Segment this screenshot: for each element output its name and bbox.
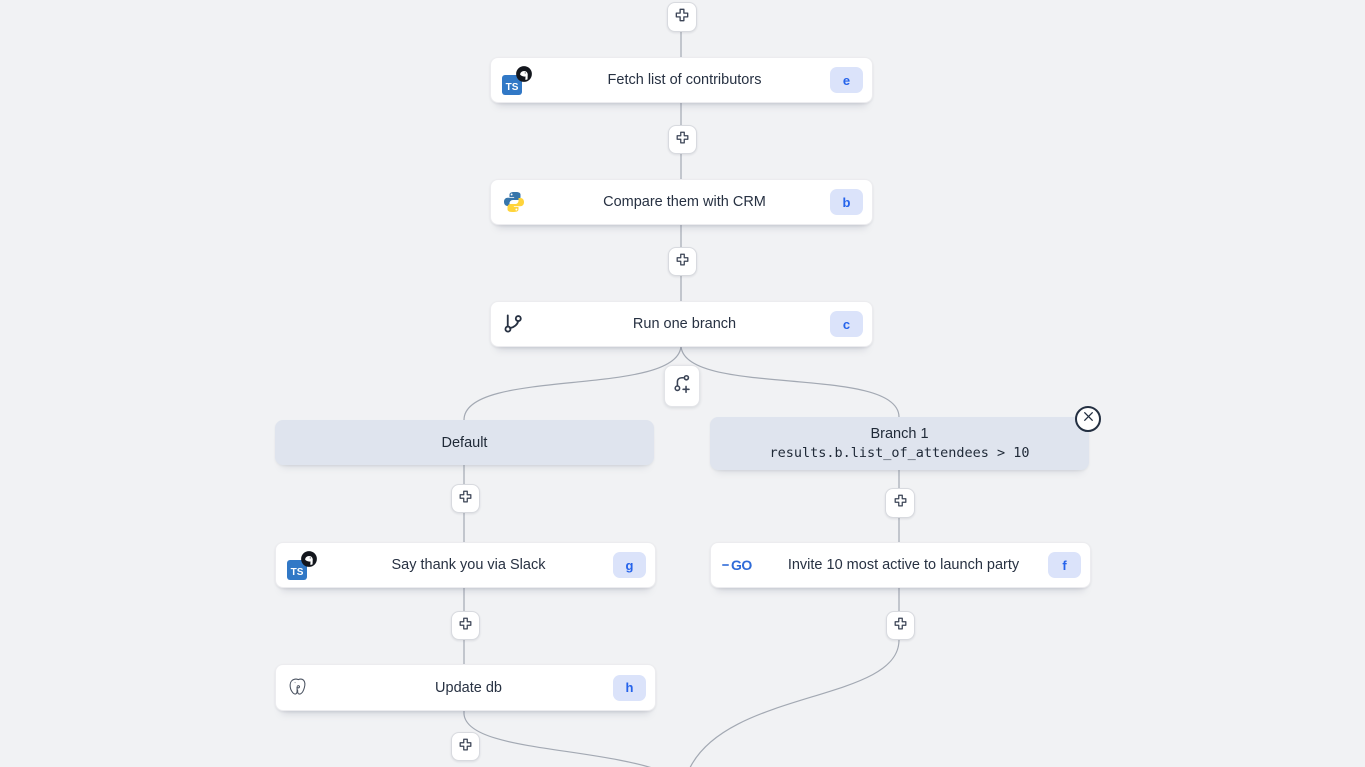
flow-step-fetch-contributors[interactable]: TS Fetch list of contributors e <box>490 57 873 103</box>
add-step-button[interactable] <box>668 247 697 276</box>
step-id-badge: e <box>830 67 863 93</box>
flow-step-invite-launch-party[interactable]: GO Invite 10 most active to launch party… <box>710 542 1091 588</box>
branch-header-branch1[interactable]: Branch 1 results.b.list_of_attendees > 1… <box>710 417 1089 470</box>
step-id-badge: f <box>1048 552 1081 578</box>
branch-title: Default <box>441 434 488 451</box>
deno-icon <box>515 65 533 88</box>
close-icon <box>1082 410 1095 428</box>
flow-step-run-one-branch[interactable]: Run one branch c <box>490 301 873 347</box>
step-label: Fetch list of contributors <box>607 72 762 88</box>
step-label: Invite 10 most active to launch party <box>787 557 1020 573</box>
step-label: Say thank you via Slack <box>391 557 546 573</box>
postgresql-icon <box>287 677 309 699</box>
add-step-button[interactable] <box>451 732 480 761</box>
flow-step-say-thanks-slack[interactable]: TS Say thank you via Slack g <box>275 542 656 588</box>
flow-step-update-db[interactable]: Update db h <box>275 664 656 711</box>
step-label: Compare them with CRM <box>603 194 766 210</box>
add-step-button[interactable] <box>886 611 915 640</box>
step-label: Update db <box>435 679 502 696</box>
branch-title: Branch 1 <box>870 426 929 442</box>
branch-header-default[interactable]: Default <box>275 420 654 465</box>
go-icon: GO <box>722 557 752 573</box>
add-step-button-top[interactable] <box>667 2 697 32</box>
add-branch-button[interactable] <box>664 365 700 407</box>
typescript-icon: TS <box>287 560 307 580</box>
deno-typescript-icon: TS <box>502 65 533 95</box>
step-id-badge: g <box>613 552 646 578</box>
plus-icon <box>675 252 690 272</box>
add-step-button[interactable] <box>668 125 697 154</box>
step-label: Run one branch <box>632 316 737 332</box>
flow-step-compare-crm[interactable]: Compare them with CRM b <box>490 179 873 225</box>
typescript-icon: TS <box>502 75 522 95</box>
plus-icon <box>458 489 473 509</box>
step-id-badge: b <box>830 189 863 215</box>
plus-icon <box>675 130 690 150</box>
step-id-badge: c <box>830 311 863 337</box>
branch-condition: results.b.list_of_attendees > 10 <box>769 445 1030 461</box>
git-branch-icon <box>502 313 525 336</box>
git-branch-plus-icon <box>671 372 693 401</box>
deno-icon <box>300 550 318 573</box>
add-step-button[interactable] <box>451 611 480 640</box>
plus-icon <box>458 616 473 636</box>
remove-branch-button[interactable] <box>1075 406 1101 432</box>
plus-icon <box>674 7 690 28</box>
step-id-badge: h <box>613 674 646 701</box>
plus-icon <box>893 493 908 513</box>
add-step-button[interactable] <box>885 488 915 518</box>
add-step-button[interactable] <box>451 484 480 513</box>
plus-icon <box>458 737 473 757</box>
plus-icon <box>893 616 908 636</box>
go-dash <box>722 563 729 567</box>
deno-typescript-icon: TS <box>287 550 318 580</box>
python-icon <box>502 190 526 214</box>
